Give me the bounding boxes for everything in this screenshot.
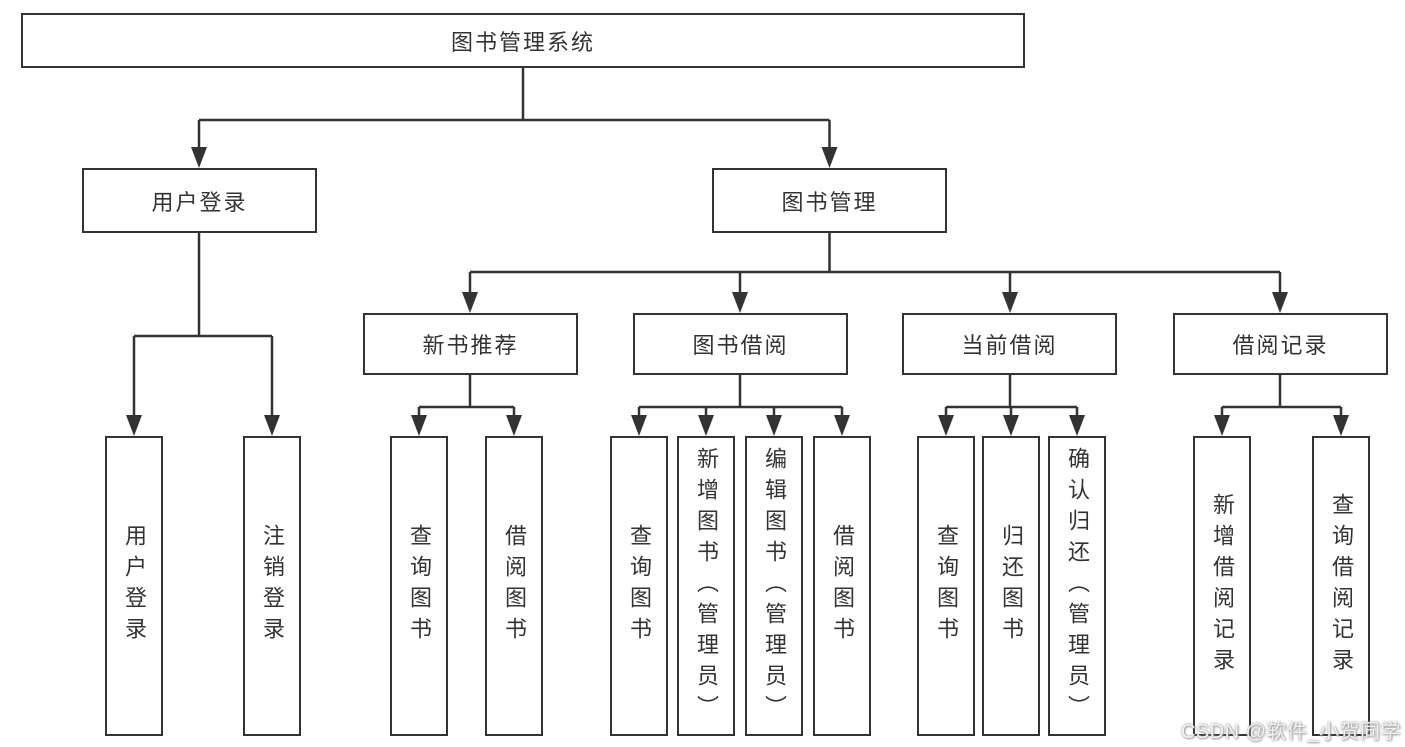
leaf-label: 借阅图书 [830, 524, 855, 648]
leaf-label: 用户登录 [122, 524, 147, 648]
arrowhead [1214, 415, 1349, 436]
node-borrowing-records: 借阅记录 [1173, 313, 1388, 375]
node-current-borrowing: 当前借阅 [902, 313, 1117, 375]
node-label: 新书推荐 [422, 333, 519, 358]
arrowhead [462, 292, 1288, 313]
arrowhead [411, 415, 522, 436]
leaf-edit-books-admin: 编辑图书（管理员） [745, 436, 803, 736]
node-label: 图书管理系统 [450, 29, 595, 55]
leaf-user-login: 用户登录 [105, 436, 163, 736]
leaf-label: 查询图书 [627, 524, 652, 648]
leaf-query-books-current: 查询图书 [917, 436, 975, 736]
node-new-book-recommendation: 新书推荐 [363, 313, 578, 375]
node-label: 用户登录 [151, 189, 248, 215]
connector-new-book-to-leaves [411, 375, 522, 436]
node-book-management-module: 图书管理 [712, 168, 947, 233]
node-library-management-system: 图书管理系统 [21, 13, 1025, 68]
leaf-confirm-return-admin: 确认归还（管理员） [1048, 436, 1106, 736]
leaf-label: 查询图书 [407, 524, 432, 648]
arrowhead [191, 147, 838, 168]
leaf-label: 归还图书 [999, 524, 1024, 648]
leaf-borrow-books-newbook: 借阅图书 [485, 436, 543, 736]
connector-borrow-records-to-leaves [1214, 375, 1349, 436]
leaf-label: 新增借阅记录 [1210, 493, 1235, 679]
connector-book-borrow-to-leaves [631, 375, 850, 436]
leaf-query-books-borrow: 查询图书 [610, 436, 668, 736]
node-label: 借阅记录 [1232, 333, 1329, 358]
leaf-label: 查询图书 [934, 524, 959, 648]
leaf-borrow-books-borrow: 借阅图书 [813, 436, 871, 736]
leaf-add-books-admin: 新增图书（管理员） [677, 436, 735, 736]
leaf-label: 确认归还（管理员） [1065, 446, 1090, 726]
node-label: 图书借阅 [692, 333, 789, 358]
leaf-query-books-newbook: 查询图书 [390, 436, 448, 736]
leaf-query-borrow-record: 查询借阅记录 [1312, 436, 1370, 736]
arrowhead [631, 415, 850, 436]
node-user-login-module: 用户登录 [82, 168, 317, 233]
connector-book-management-to-sections [462, 233, 1288, 313]
leaf-label: 借阅图书 [502, 524, 527, 648]
node-label: 当前借阅 [961, 333, 1058, 358]
arrowhead [938, 415, 1085, 436]
node-book-borrowing: 图书借阅 [633, 313, 848, 375]
connector-user-login-to-leaves [126, 233, 280, 436]
leaf-label: 注销登录 [260, 524, 285, 648]
node-label: 图书管理 [781, 189, 878, 215]
leaf-label: 查询借阅记录 [1329, 493, 1354, 679]
leaf-add-borrow-record: 新增借阅记录 [1193, 436, 1251, 736]
leaf-label: 编辑图书（管理员） [762, 446, 787, 726]
leaf-logout: 注销登录 [243, 436, 301, 736]
csdn-watermark: CSDN @软件_小贺同学 [1180, 721, 1401, 743]
leaf-label: 新增图书（管理员） [694, 446, 719, 726]
connector-current-borrow-to-leaves [938, 375, 1085, 436]
connector-root-to-modules [191, 68, 838, 168]
arrowhead [126, 415, 280, 436]
leaf-return-books: 归还图书 [982, 436, 1040, 736]
